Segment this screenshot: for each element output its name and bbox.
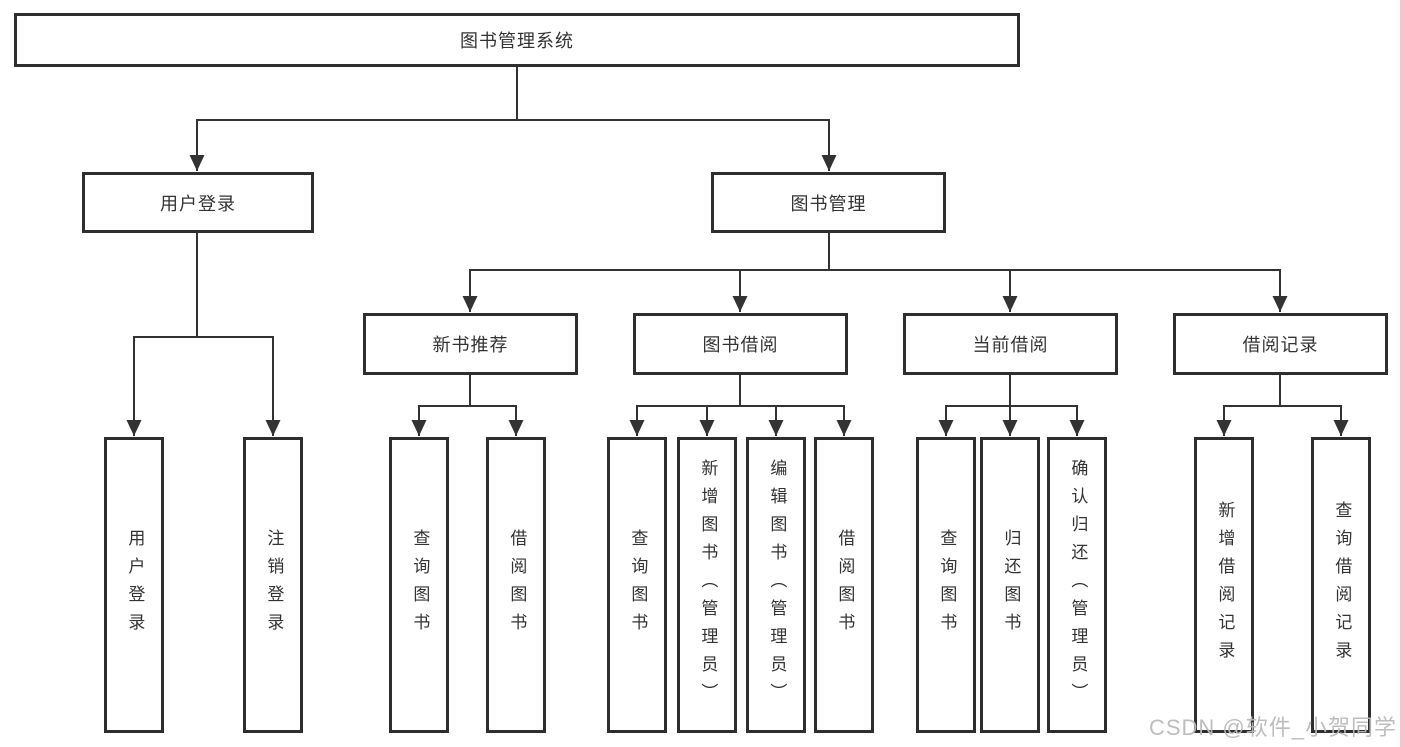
- node-new-book-recommend-label: 新书推荐: [432, 335, 509, 355]
- node-new-book-recommend: 新书推荐: [363, 313, 578, 375]
- node-nb-borrow-book-label: 借阅图书: [507, 529, 527, 641]
- node-cb-return-book: 归还图书: [980, 437, 1040, 733]
- node-nb-query-book-label: 查询图书: [410, 529, 430, 641]
- node-br-query-record: 查询借阅记录: [1311, 437, 1371, 733]
- node-bb-edit-book-admin: 编辑图书（管理员）: [746, 437, 806, 733]
- node-cb-return-book-label: 归还图书: [1001, 529, 1021, 641]
- right-edge-strip: [1400, 0, 1405, 747]
- node-bb-borrow-book: 借阅图书: [814, 437, 874, 733]
- node-bb-borrow-book-label: 借阅图书: [835, 529, 855, 641]
- node-user-login-leaf-label: 用户登录: [125, 529, 145, 641]
- node-logout-leaf: 注销登录: [243, 437, 303, 733]
- node-root-label: 图书管理系统: [460, 31, 574, 51]
- node-root: 图书管理系统: [14, 13, 1020, 67]
- node-cb-confirm-return-admin: 确认归还（管理员）: [1047, 437, 1107, 733]
- node-logout-leaf-label: 注销登录: [264, 529, 284, 641]
- node-nb-query-book: 查询图书: [389, 437, 449, 733]
- node-borrow-records: 借阅记录: [1173, 313, 1388, 375]
- node-book-management-label: 图书管理: [790, 193, 867, 214]
- node-user-login-label: 用户登录: [160, 193, 236, 214]
- node-nb-borrow-book: 借阅图书: [486, 437, 546, 733]
- node-br-add-record-label: 新增借阅记录: [1215, 501, 1235, 669]
- csdn-watermark: CSDN @软件_小贺同学: [1148, 715, 1397, 740]
- node-bb-query-book-label: 查询图书: [628, 529, 648, 641]
- node-cb-query-book: 查询图书: [916, 437, 976, 733]
- node-br-add-record: 新增借阅记录: [1194, 437, 1254, 733]
- node-br-query-record-label: 查询借阅记录: [1332, 501, 1352, 669]
- node-cb-confirm-return-admin-label: 确认归还（管理员）: [1068, 459, 1088, 711]
- node-book-borrow-label: 图书借阅: [702, 335, 779, 355]
- node-bb-add-book-admin-label: 新增图书（管理员）: [698, 459, 718, 711]
- node-bb-edit-book-admin-label: 编辑图书（管理员）: [767, 459, 787, 711]
- node-borrow-records-label: 借阅记录: [1242, 335, 1319, 355]
- node-book-management: 图书管理: [711, 172, 946, 233]
- node-book-borrow: 图书借阅: [633, 313, 848, 375]
- node-user-login: 用户登录: [82, 172, 314, 233]
- node-current-borrow-label: 当前借阅: [972, 335, 1049, 355]
- node-user-login-leaf: 用户登录: [104, 437, 164, 733]
- node-bb-query-book: 查询图书: [607, 437, 667, 733]
- node-current-borrow: 当前借阅: [903, 313, 1118, 375]
- node-bb-add-book-admin: 新增图书（管理员）: [677, 437, 737, 733]
- node-cb-query-book-label: 查询图书: [937, 529, 957, 641]
